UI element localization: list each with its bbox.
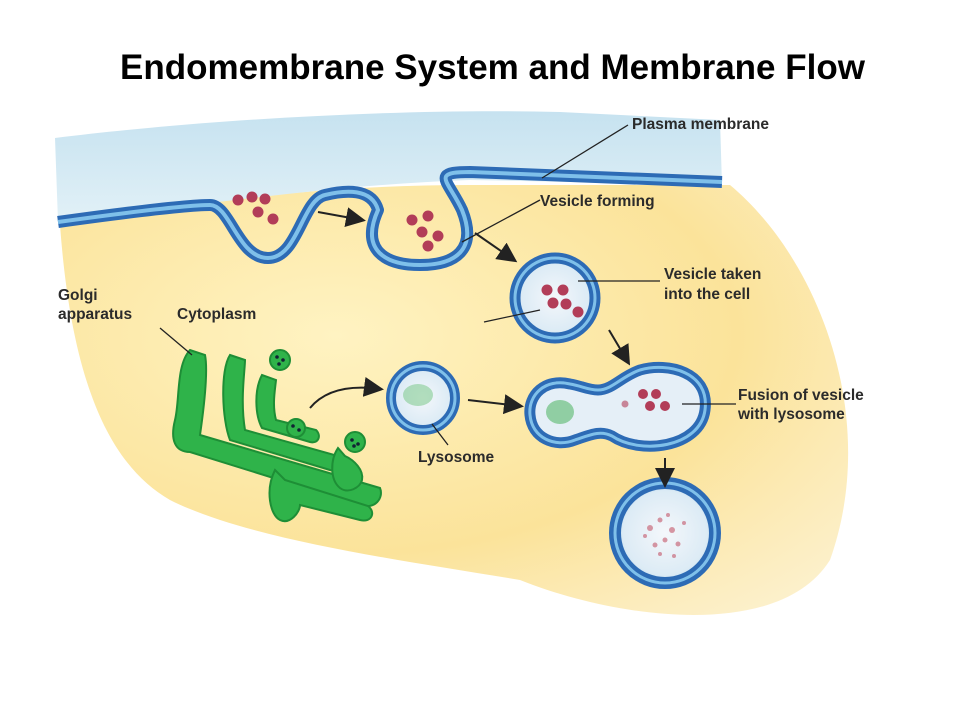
digesting-lysosome [609,477,721,589]
cargo-particles-forming [406,210,444,252]
lysosome [386,361,460,435]
arrow-pit-to-forming [317,207,366,227]
arrow-internalized-to-fusion [608,329,631,366]
label-fusion-line1: Fusion of vesicle [738,387,864,404]
label-vesicle-taken-line2: into the cell [664,286,750,303]
page-title: Endomembrane System and Membrane Flow [120,48,865,87]
label-plasma-membrane: Plasma membrane [632,116,769,133]
fusing-vesicle [524,361,711,452]
cargo-particles-pit [232,191,279,225]
label-fusion-line2: with lysosome [737,406,845,423]
golgi-apparatus [172,348,382,523]
label-cytoplasm: Cytoplasm [177,306,256,323]
label-vesicle-forming: Vesicle forming [540,193,655,210]
golgi-vesicle-dots [275,355,360,448]
extracellular-region [55,111,722,222]
arrow-golgi-to-lysosome [309,376,384,409]
label-golgi-line2: apparatus [58,306,132,323]
plasma-membrane [57,166,723,271]
arrow-forming-to-internalized [474,232,518,263]
arrow-lysosome-to-fusion [467,394,524,415]
label-vesicle-taken-line1: Vesicle taken [664,266,761,283]
labels: Plasma membrane Vesicle forming Vesicle … [58,116,864,466]
internalized-vesicle [509,252,601,344]
leader-lines [159,124,736,446]
label-golgi-line1: Golgi [58,287,98,304]
label-lysosome: Lysosome [418,449,494,466]
flow-arrows [309,207,675,488]
